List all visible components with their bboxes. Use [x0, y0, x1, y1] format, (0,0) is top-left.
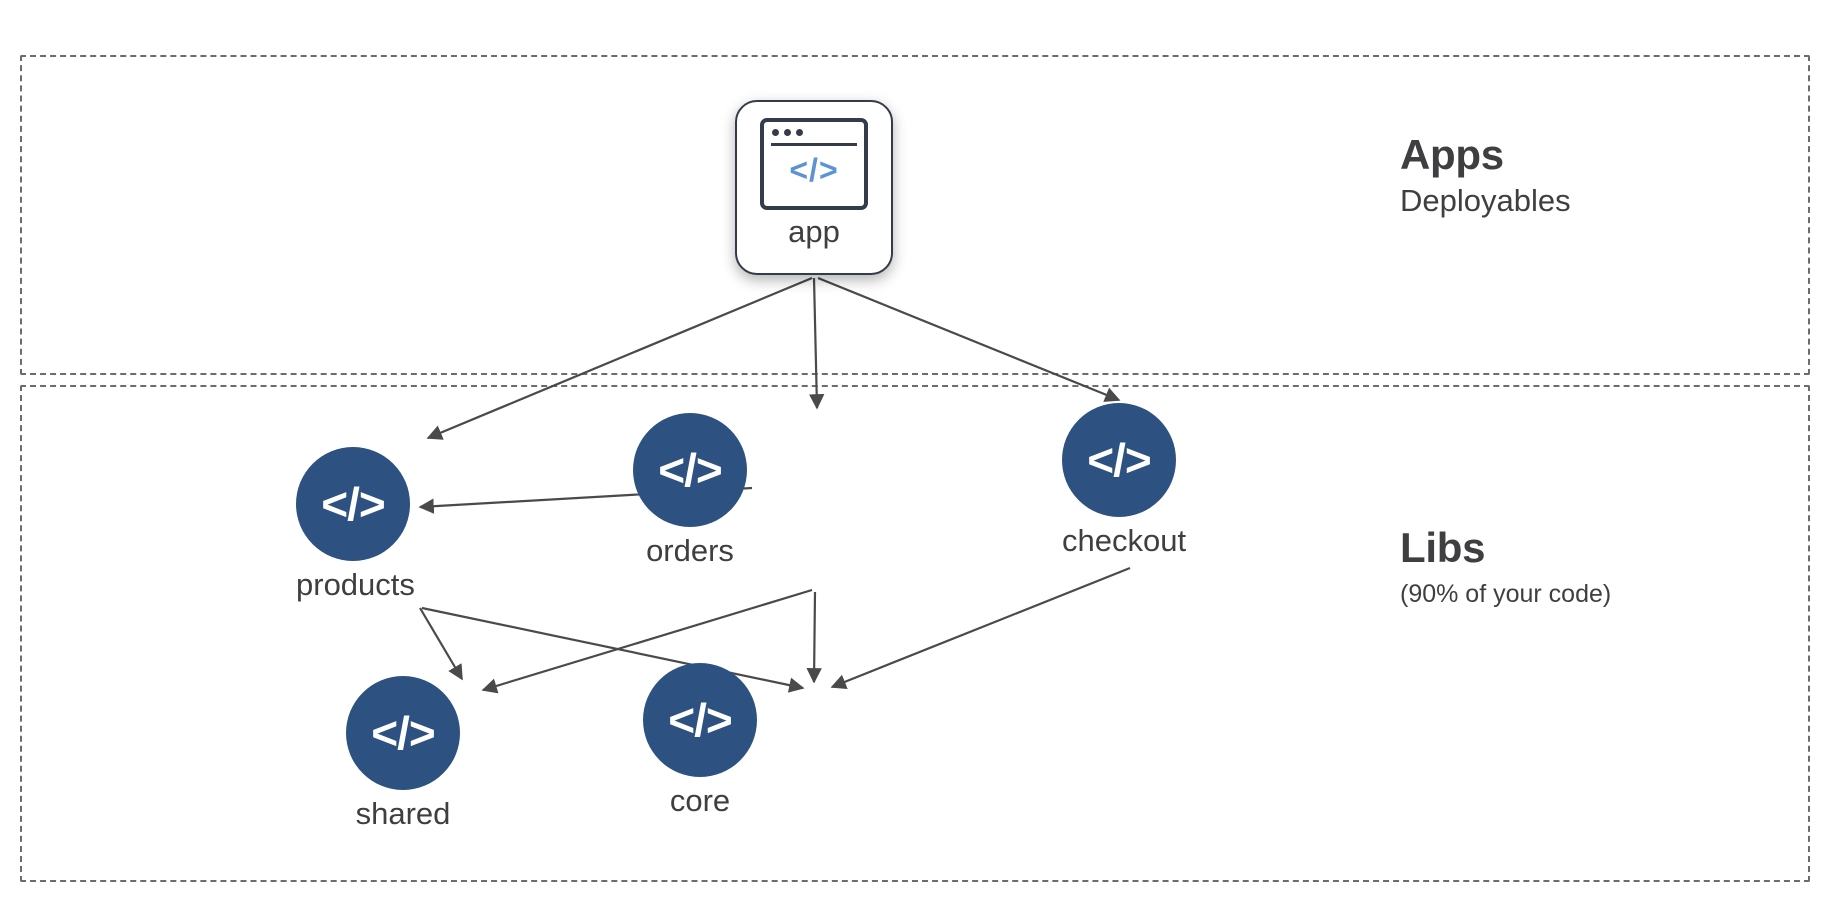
- node-core[interactable]: </> core: [643, 663, 757, 819]
- browser-divider: [771, 143, 857, 146]
- node-products[interactable]: </> products: [296, 447, 415, 603]
- node-core-label: core: [669, 783, 731, 818]
- zone-apps-title: Apps: [1400, 131, 1504, 178]
- code-glyph: </>: [789, 152, 839, 188]
- browser-code-icon: </>: [760, 118, 868, 210]
- node-orders[interactable]: </> orders: [633, 413, 747, 569]
- node-shared-label: shared: [355, 796, 451, 831]
- node-app-label: app: [788, 214, 840, 249]
- browser-dots-icon: [772, 129, 803, 136]
- node-products-label: products: [296, 567, 415, 602]
- node-checkout[interactable]: </> checkout: [1062, 403, 1186, 559]
- node-checkout-label: checkout: [1062, 523, 1187, 558]
- node-app[interactable]: </> app: [735, 100, 893, 275]
- code-icon: </>: [296, 447, 410, 561]
- zone-apps-caption: Apps Deployables: [1400, 131, 1571, 219]
- zone-libs-caption: Libs (90% of your code): [1400, 524, 1612, 609]
- code-icon: </>: [643, 663, 757, 777]
- zone-libs: [20, 385, 1810, 882]
- node-shared[interactable]: </> shared: [346, 676, 460, 832]
- zone-apps-subtitle: Deployables: [1400, 183, 1571, 219]
- node-orders-label: orders: [646, 533, 734, 568]
- code-icon: </>: [1062, 403, 1176, 517]
- zone-libs-title: Libs: [1400, 524, 1486, 571]
- code-icon: </>: [633, 413, 747, 527]
- zone-libs-subtitle: (90% of your code): [1400, 580, 1612, 609]
- code-icon: </>: [346, 676, 460, 790]
